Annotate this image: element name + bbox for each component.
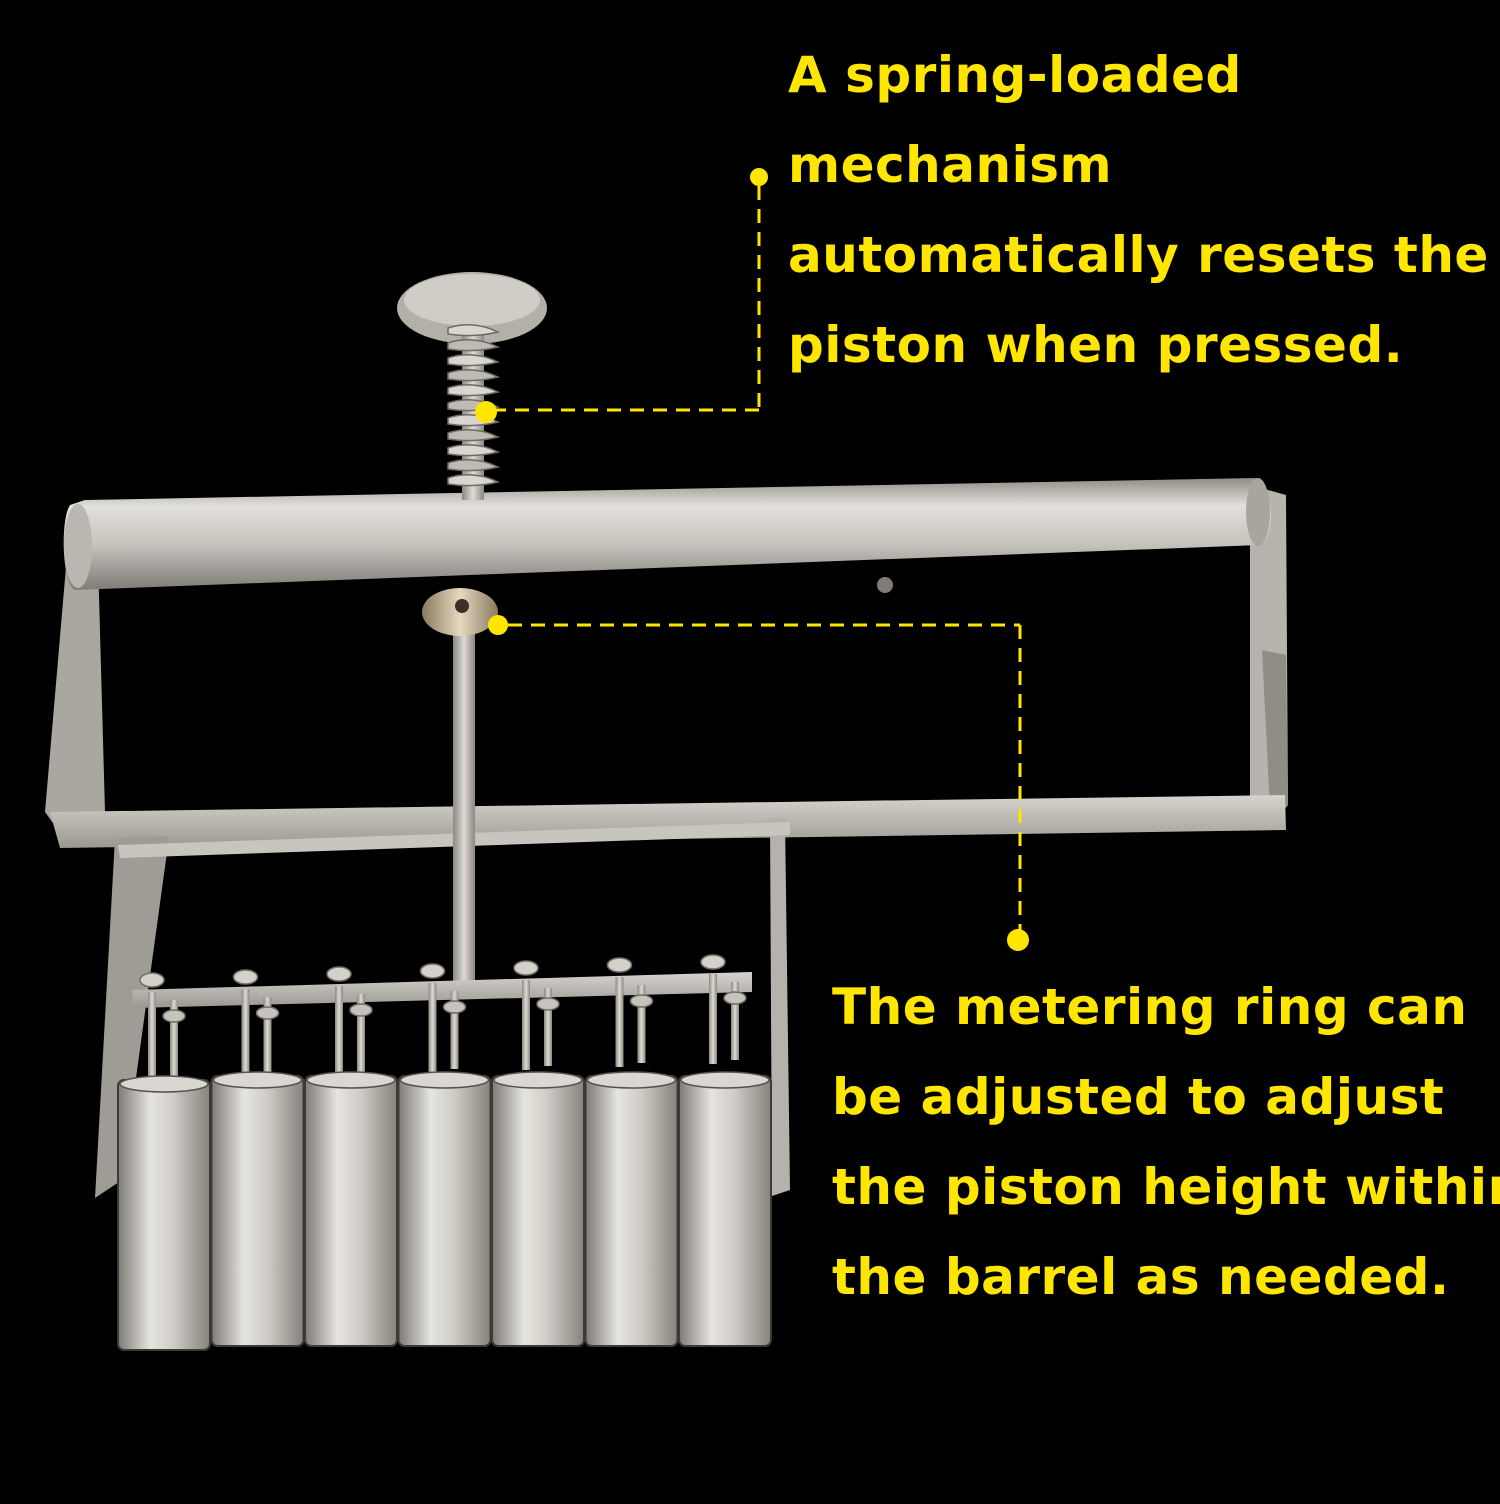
frame-right-arm-shadow	[1262, 650, 1288, 810]
adjusting-nut	[442, 1000, 467, 1014]
adjusting-rod	[241, 989, 250, 1079]
adjusting-nut	[232, 969, 259, 985]
frame-left-arm	[45, 520, 110, 830]
spring-coil	[447, 474, 501, 487]
barrel	[491, 1075, 585, 1347]
spring-callout-line: mechanism	[788, 136, 1113, 194]
spring-coil	[447, 369, 501, 382]
adjusting-rod	[263, 997, 272, 1075]
metering-callout-line: the barrel as needed.	[832, 1248, 1450, 1306]
adjusting-nut	[419, 963, 446, 979]
plunger-assembly	[397, 272, 547, 500]
adjusting-nut	[255, 1006, 280, 1020]
adjusting-nut	[606, 957, 633, 973]
spring-callout-line: automatically resets the	[788, 226, 1489, 284]
barrel-rim	[212, 1071, 303, 1089]
barrel-rim	[306, 1071, 396, 1089]
barrel-rim	[399, 1071, 490, 1089]
metering-connector	[488, 615, 1029, 951]
frame-inner-plate-right	[770, 818, 790, 1196]
metering-callout-line: be adjusted to adjust	[832, 1068, 1445, 1126]
adjusting-rod	[544, 988, 552, 1066]
piston-plate-group	[132, 972, 752, 1008]
frame	[45, 485, 1288, 1198]
adjusting-nut	[162, 1009, 186, 1023]
spring-callout-line: piston when pressed.	[788, 316, 1404, 374]
metering-ring-callout: The metering ring can be adjusted to adj…	[832, 962, 1500, 1322]
handle-bar-end-left	[64, 504, 92, 588]
adjusting-rod	[522, 980, 530, 1070]
spring-connector-dot-end	[475, 401, 497, 423]
piston-plate	[132, 972, 752, 1008]
handle-bar	[63, 478, 1271, 590]
frame-lower-crossbar	[50, 795, 1286, 848]
adjusting-nut	[513, 960, 539, 976]
metering-connector-dot-end	[1007, 929, 1029, 951]
barrel-rim	[119, 1075, 209, 1093]
spring-coil	[447, 354, 501, 367]
barrel-rim	[680, 1071, 770, 1089]
adjusting-nut	[139, 972, 165, 988]
adjusting-rod	[615, 977, 624, 1067]
handle-bar-end-right	[1246, 478, 1270, 546]
adjusting-rod	[148, 992, 156, 1082]
barrel-row	[117, 954, 772, 1351]
spring	[447, 324, 501, 487]
spring-coil	[447, 429, 501, 442]
adjusting-nut	[629, 994, 654, 1008]
spring-connector-dot-start	[750, 168, 768, 186]
barrel	[117, 1079, 211, 1351]
barrel-rim	[586, 1071, 677, 1089]
piston-rod	[453, 612, 475, 982]
metering-ring-screw	[455, 599, 469, 613]
adjusting-rod	[709, 974, 717, 1064]
spring-connector	[475, 168, 768, 423]
adjusting-rod	[450, 991, 459, 1069]
barrel	[304, 1075, 398, 1347]
spring-coil	[447, 324, 501, 337]
callout-connectors	[475, 168, 1029, 951]
spring-coil	[447, 459, 501, 472]
adjusting-nut	[536, 997, 560, 1011]
metering-callout-line: The metering ring can	[832, 978, 1468, 1036]
adjusting-nut	[700, 954, 726, 970]
metering-callout-line: the piston height within	[832, 1158, 1500, 1216]
barrel-rim	[493, 1071, 583, 1089]
adjusting-rod	[731, 982, 739, 1060]
adjusting-nut	[723, 991, 747, 1005]
barrel	[210, 1075, 305, 1347]
spring-callout-line: A spring-loaded	[788, 46, 1242, 104]
adjusting-nut	[349, 1003, 373, 1017]
adjusting-rod	[637, 985, 646, 1063]
frame-inner-plate-left	[95, 836, 168, 1198]
adjusting-nut	[326, 966, 352, 982]
metering-assembly	[422, 577, 893, 982]
adjusting-rod	[357, 994, 365, 1072]
barrel	[397, 1075, 492, 1347]
frame-rivet	[877, 577, 893, 593]
adjusting-rod	[428, 983, 437, 1073]
spring-coil	[447, 339, 501, 352]
barrel	[584, 1075, 679, 1347]
adjusting-rod	[170, 1000, 178, 1078]
spring-callout: A spring-loaded mechanism automatically …	[788, 30, 1489, 390]
barrel	[678, 1075, 772, 1347]
metering-connector-dot-start	[488, 615, 508, 635]
spring-coil	[447, 444, 501, 457]
spring-coil	[447, 384, 501, 397]
adjusting-rod	[335, 986, 343, 1076]
